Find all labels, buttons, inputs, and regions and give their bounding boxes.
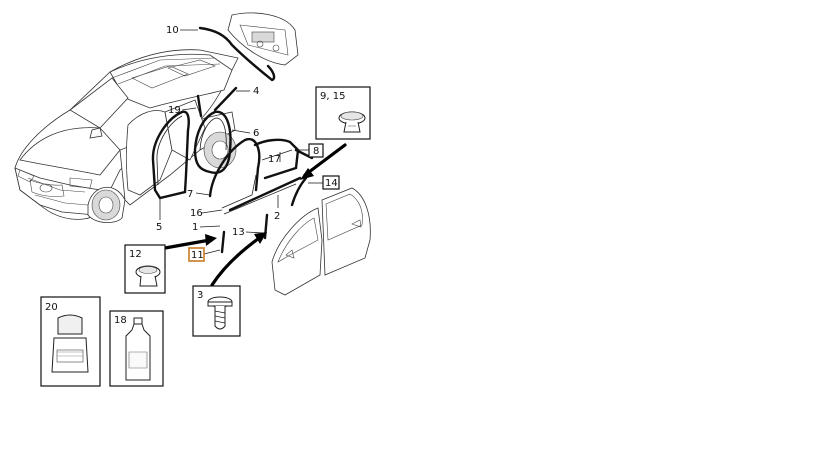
callout-7: 7 [187,189,193,200]
front-door-illustration [271,207,323,296]
clip-icon [135,265,161,287]
svg-text:14: 14 [325,178,338,189]
svg-text:11: 11 [191,250,204,261]
callout-17: 17 [268,154,281,165]
callout-5: 5 [156,222,162,233]
callout-10: 10 [166,25,179,36]
callout-19: 19 [168,105,181,116]
bottle-icon [125,317,151,381]
svg-text:3: 3 [197,290,203,301]
part-box-18: 18 [109,310,164,387]
pointer-arrows [163,143,347,287]
callout-16: 16 [190,208,203,219]
boxed-label-11: 11 [188,247,205,262]
callout-1: 1 [192,222,198,233]
callout-13: 13 [232,227,245,238]
part-box-12: 12 [124,244,166,294]
callout-labels: 10 4 19 6 17 7 16 1 2 13 5 [156,25,281,238]
seal-14 [290,176,308,207]
seal-11 [220,230,226,254]
svg-text:9, 15: 9, 15 [320,91,345,102]
belt-moulding [228,176,302,212]
door-seal-rear [193,110,232,174]
rear-door-illustration [321,187,371,276]
boxed-label-14: 14 [322,175,340,190]
car-illustration [14,49,239,223]
part-box-20: 20 [40,296,101,387]
window-channel-front [208,137,261,209]
callout-2: 2 [274,211,280,222]
svg-text:8: 8 [313,146,319,157]
tailgate-illustration [198,12,299,82]
window-channel-rear [253,138,314,180]
bottle-icon [51,314,89,373]
svg-text:12: 12 [129,249,142,260]
callout-6: 6 [253,128,259,139]
seal-19 [196,94,203,118]
leader-lines [159,29,323,255]
callout-4: 4 [253,86,259,97]
seal-4 [213,86,238,112]
svg-text:18: 18 [114,315,127,326]
part-box-9-15: 9, 15 [315,86,371,140]
clip-icon [338,111,366,133]
screw-icon [207,296,233,330]
door-seal-front [151,110,190,200]
svg-text:20: 20 [45,302,58,313]
part-box-3: 3 [192,285,241,337]
boxed-label-8: 8 [308,143,324,158]
